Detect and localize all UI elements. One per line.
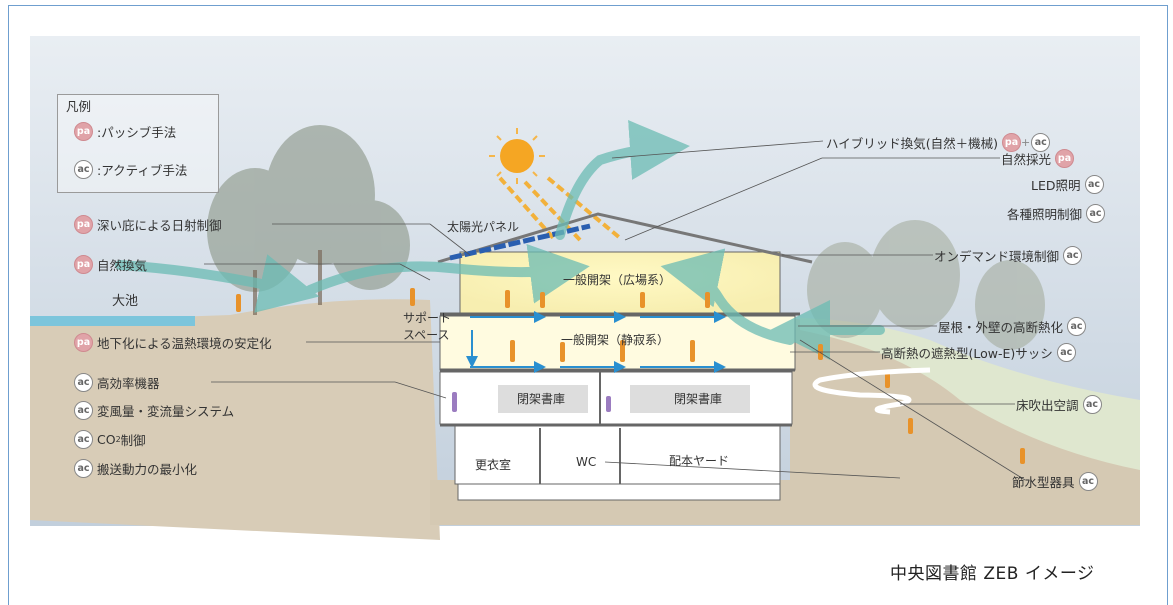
active-badge-icon: ac — [1063, 246, 1083, 265]
closed-stack-label-2: 閉架書庫 — [674, 392, 723, 406]
active-badge-icon: ac — [74, 373, 93, 392]
people — [236, 288, 1025, 464]
legend-item-label: :アクティブ手法 — [97, 163, 188, 178]
book-yard-label: 配本ヤード — [669, 454, 730, 468]
label-water-saving: 節水型器具 ac — [1012, 472, 1102, 491]
label-natural-ventilation: pa 自然換気 — [70, 255, 147, 274]
active-badge-icon: ac — [74, 160, 93, 179]
solar-panel-shape — [449, 223, 591, 261]
active-badge-icon: ac — [1078, 472, 1098, 491]
closed-stack-label-1: 閉架書庫 — [517, 392, 566, 406]
support-space-label-1: サポート — [403, 311, 452, 325]
label-floor-ac: 床吹出空調 ac — [1016, 395, 1106, 414]
label-variable-flow: ac 変風量・変流量システム — [70, 401, 234, 420]
active-badge-icon: ac — [1084, 175, 1104, 194]
passive-badge-icon: pa — [74, 215, 93, 234]
label-text: 自然換気 — [97, 258, 148, 273]
active-badge-icon: ac — [74, 401, 93, 420]
passive-badge-icon: pa — [74, 333, 93, 352]
figure-caption: 中央図書館 ZEB イメージ — [890, 564, 1095, 584]
label-text: ハイブリッド換気(自然＋機械) — [826, 136, 999, 151]
active-badge-icon: ac — [1067, 317, 1087, 336]
passive-badge-icon: pa — [1002, 133, 1022, 152]
label-text: CO — [97, 432, 116, 447]
sun — [500, 139, 534, 173]
label-hybrid-ventilation: ハイブリッド換気(自然＋機械) pa + ac — [826, 133, 1054, 152]
label-text: 制御 — [120, 433, 146, 448]
passive-badge-icon: pa — [74, 122, 93, 141]
active-badge-icon: ac — [74, 430, 93, 449]
label-text: 搬送動力の最小化 — [97, 462, 198, 477]
open-stack-quiet-label: 一般開架（静寂系） — [561, 333, 670, 347]
pond — [30, 316, 195, 326]
label-text: オンデマンド環境制御 — [934, 249, 1060, 264]
label-text: 屋根・外壁の高断熱化 — [938, 320, 1064, 335]
plus-sign: + — [1021, 136, 1031, 149]
label-text: 地下化による温熱環境の安定化 — [97, 336, 272, 351]
ground — [30, 299, 440, 540]
trees-left — [207, 125, 410, 292]
wc-label: WC — [576, 455, 597, 469]
active-badge-icon: ac — [1031, 133, 1051, 152]
label-text: 高断熱の遮熱型(Low-E)サッシ — [881, 346, 1053, 361]
label-text: 床吹出空調 — [1016, 398, 1079, 413]
ground-right — [430, 318, 1140, 525]
label-lighting-control: 各種照明制御 ac — [1007, 204, 1109, 223]
label-low-e-sash: 高断熱の遮熱型(Low-E)サッシ ac — [881, 343, 1080, 362]
solar-panel-label: 太陽光パネル — [447, 220, 520, 234]
support-space-label-2: スペース — [403, 328, 450, 342]
passive-badge-icon: pa — [1055, 149, 1075, 168]
co2-subscript: 2 — [115, 435, 121, 444]
label-text: 各種照明制御 — [1007, 207, 1083, 222]
label-daylighting: 自然採光 pa — [1001, 149, 1078, 168]
label-on-demand: オンデマンド環境制御 ac — [934, 246, 1086, 265]
active-badge-icon: ac — [1056, 343, 1076, 362]
label-text: 高効率機器 — [97, 376, 160, 391]
open-stack-plaza-label: 一般開架（広場系） — [563, 273, 672, 287]
pond-label: 大池 — [112, 294, 139, 309]
label-deep-eaves: pa 深い庇による日射制御 — [70, 215, 222, 234]
active-badge-icon: ac — [1082, 395, 1102, 414]
outer-frame — [8, 5, 1168, 605]
passive-badge-icon: pa — [74, 255, 93, 274]
label-underground: pa 地下化による温熱環境の安定化 — [70, 333, 272, 352]
locker-room-label: 更衣室 — [475, 458, 512, 472]
label-minimize-transport: ac 搬送動力の最小化 — [70, 459, 197, 478]
label-led: LED照明 ac — [1031, 175, 1108, 194]
label-text: 深い庇による日射制御 — [97, 218, 222, 233]
legend-item-active: ac :アクティブ手法 — [70, 160, 187, 179]
label-text: LED照明 — [1031, 178, 1081, 193]
legend-item-label: :パッシブ手法 — [97, 125, 177, 140]
legend-item-passive: pa :パッシブ手法 — [70, 122, 176, 141]
label-insulation: 屋根・外壁の高断熱化 ac — [938, 317, 1090, 336]
legend-title: 凡例 — [66, 99, 92, 114]
label-text: 節水型器具 — [1012, 475, 1075, 490]
label-text: 変風量・変流量システム — [97, 404, 235, 419]
active-badge-icon: ac — [74, 459, 93, 478]
label-text: 自然採光 — [1001, 152, 1052, 167]
greenery-right — [800, 318, 1140, 470]
active-badge-icon: ac — [1086, 204, 1106, 223]
label-high-efficiency: ac 高効率機器 — [70, 373, 160, 392]
